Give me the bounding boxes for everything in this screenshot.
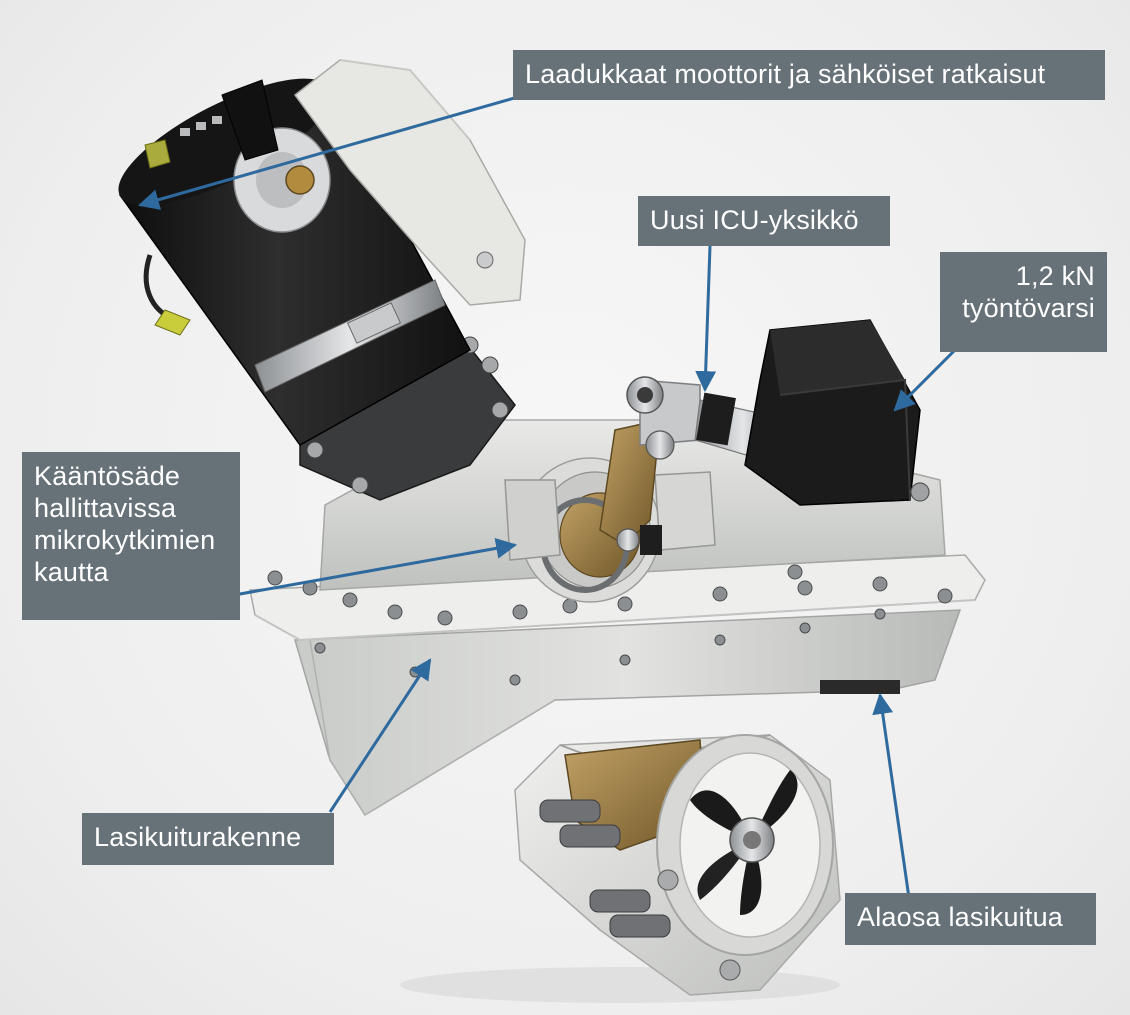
arrow-motors [137,93,526,210]
callout-thrust-arm: 1,2 kN työntövarsi [940,252,1107,352]
arrow-lower [872,692,912,906]
arrow-glass [328,658,432,813]
callout-icu-unit: Uusi ICU-yksikkö [638,196,890,246]
lower-tunnel-unit [514,734,841,996]
arrow-turn [194,537,518,604]
thrust-arm-unit [744,319,930,506]
callout-fiberglass-structure: Lasikuiturakenne [82,813,334,865]
callout-motors: Laadukkaat moottorit ja sähköiset ratkai… [513,50,1105,100]
propeller [690,770,798,915]
electric-motor [118,59,526,501]
callout-turning-radius: Kääntösäde hallittavissa mikrokytkimien … [22,452,240,620]
callout-lower-part: Alaosa lasikuitua [845,893,1096,945]
turning-mechanism [504,419,716,603]
arrow-icu [695,245,717,393]
